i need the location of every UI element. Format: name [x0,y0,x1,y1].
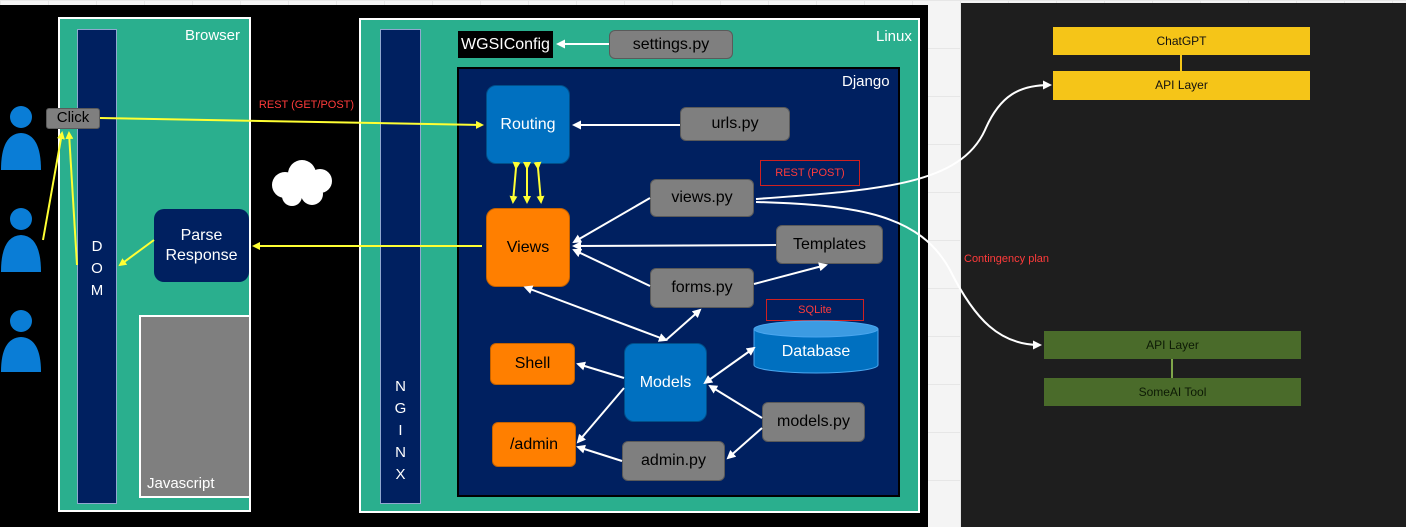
wgsi-config-box: WGSIConfig [458,31,553,58]
views-box: Views [486,208,570,287]
routing-box: Routing [486,85,570,164]
templates-box: Templates [776,225,883,264]
nginx-label: N G I N X [381,376,420,486]
django-title: Django [842,73,890,90]
models-box: Models [624,343,707,422]
api-layer-top-box: API Layer [1053,71,1310,100]
views-py-box: views.py [650,179,754,217]
nginx-column: N G I N X [380,29,421,504]
someai-tool-box: SomeAI Tool [1044,378,1301,406]
javascript-label: Javascript [147,475,215,492]
rest-get-post-label: REST (GET/POST) [257,96,356,114]
settings-py-box: settings.py [609,30,733,59]
nginx-letter: G [394,400,407,417]
api-layer-bottom-box: API Layer [1044,331,1301,359]
contingency-label: Contingency plan [964,253,1050,265]
nginx-letter: N [395,378,406,395]
dom-letter: O [91,260,103,277]
click-button[interactable]: Click [46,108,100,129]
sqlite-label: SQLite [766,299,864,321]
shell-box: Shell [490,343,575,385]
rest-post-label: REST (POST) [760,160,860,186]
linux-title: Linux [876,28,912,45]
javascript-box [139,315,251,498]
dom-label: D O M [78,236,116,302]
nginx-letter: X [395,466,406,483]
database-label: Database [781,343,851,360]
dom-letter: M [90,282,104,299]
forms-py-box: forms.py [650,268,754,308]
parse-response-box: Parse Response [154,209,249,282]
models-py-box: models.py [762,402,865,442]
nginx-letter: I [398,422,403,439]
admin-py-box: admin.py [622,441,725,481]
nginx-letter: N [395,444,406,461]
chatgpt-box: ChatGPT [1053,27,1310,55]
dom-column: D O M [77,29,117,504]
admin-box: /admin [492,422,576,467]
urls-py-box: urls.py [680,107,790,141]
dom-letter: D [91,238,103,255]
browser-title: Browser [185,27,241,44]
